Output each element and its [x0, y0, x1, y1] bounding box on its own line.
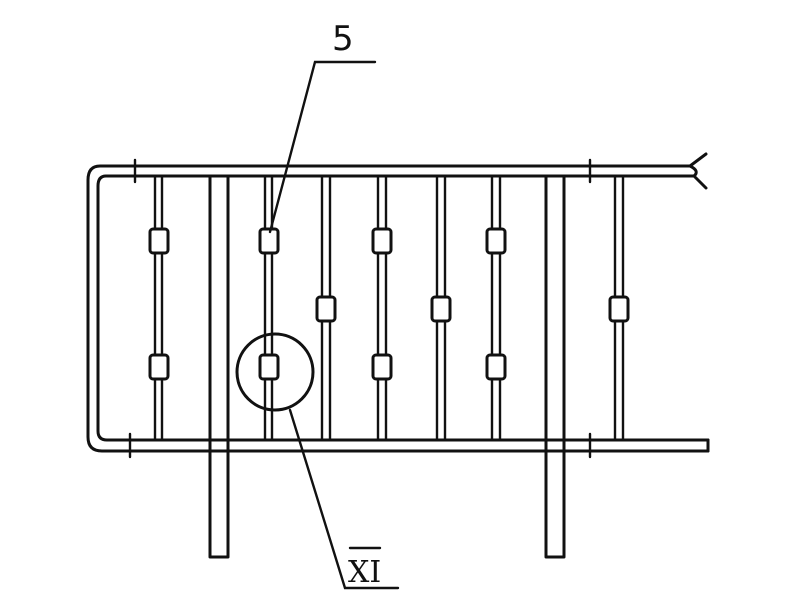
bottom-rail: [116, 432, 710, 459]
baluster: [153, 174, 164, 442]
baluster-node: [608, 295, 630, 323]
baluster: [490, 174, 502, 442]
baluster-node: [315, 295, 337, 323]
baluster-node: [258, 227, 280, 255]
baluster-node: [430, 295, 452, 323]
baluster-node: [485, 353, 507, 381]
part-callout: 5: [268, 19, 377, 234]
detail-leader-line: [288, 408, 400, 590]
baluster-node: [371, 227, 393, 255]
baluster-node: [485, 227, 507, 255]
detail-circle: [235, 332, 315, 412]
baluster-node: [148, 353, 170, 381]
baluster: [263, 174, 274, 442]
part-number-label: 5: [332, 19, 354, 59]
top-rail-forked-end: [688, 152, 708, 190]
support-post: [208, 174, 230, 559]
detail-callout: XI: [235, 332, 400, 590]
baluster: [376, 174, 388, 442]
part-leader-line: [268, 60, 377, 234]
detail-view-label: XI: [348, 555, 381, 590]
baluster-node: [371, 353, 393, 381]
left-bend: [86, 164, 120, 453]
top-rail: [116, 158, 696, 184]
baluster-node: [148, 227, 170, 255]
support-post: [544, 174, 566, 559]
baluster-node: [258, 353, 280, 381]
